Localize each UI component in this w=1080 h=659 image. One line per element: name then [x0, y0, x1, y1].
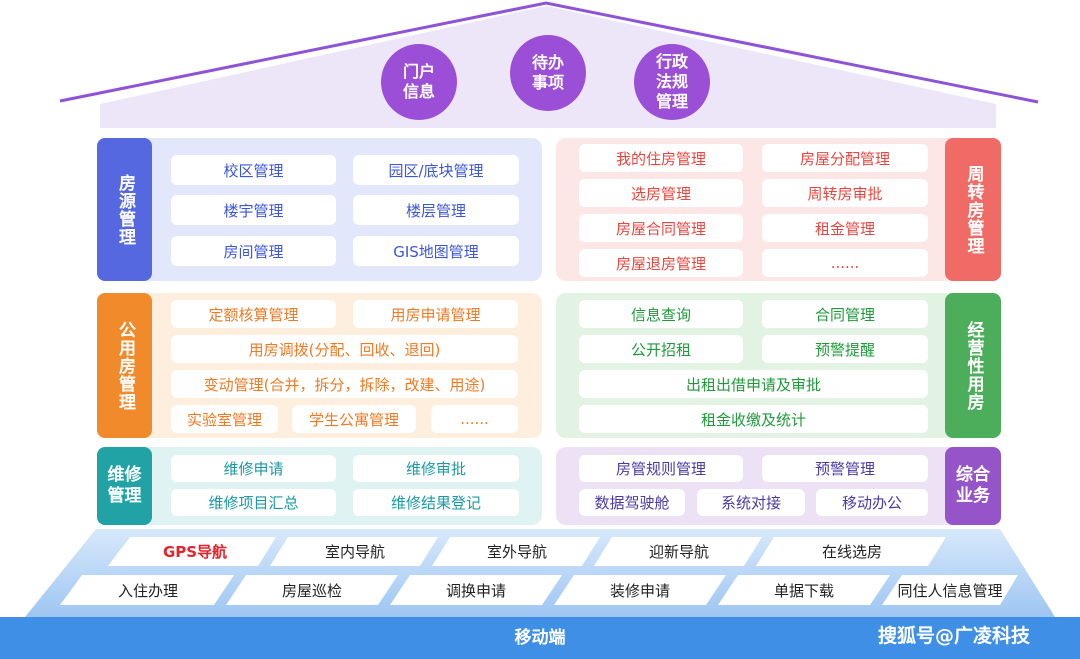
jingying-title: 经营性用房 [945, 293, 1001, 438]
weixiu-item[interactable]: 维修结果登记 [353, 489, 519, 516]
nav-cohabitant[interactable]: 同住人信息管理 [897, 581, 1003, 600]
weixiu-item[interactable]: 维修项目汇总 [171, 489, 336, 516]
zhouzhuan-item[interactable]: 房屋退房管理 [579, 249, 743, 277]
nav-inspection[interactable]: 房屋巡检 [281, 581, 342, 600]
jingying-item[interactable]: 预警提醒 [762, 335, 928, 363]
gongyong-item[interactable]: 定额核算管理 [171, 300, 336, 328]
mobile-label: 移动端 [514, 628, 566, 648]
zhouzhuan-item[interactable]: 租金管理 [762, 214, 928, 242]
zonghe-item[interactable]: 房管规则管理 [579, 455, 743, 482]
nav-welcome[interactable]: 迎新导航 [648, 542, 709, 561]
fangyuan-title: 房源管理 [97, 138, 152, 281]
roof-line [59, 1, 1039, 104]
nav-gps[interactable]: GPS导航 [162, 542, 228, 561]
gongyong-item[interactable]: ...... [431, 405, 518, 433]
fangyuan-item[interactable]: 房间管理 [171, 236, 336, 266]
zonghe-item[interactable]: 数据驾驶舱 [579, 489, 685, 516]
fangyuan-item[interactable]: 楼层管理 [353, 195, 519, 225]
nav-swap[interactable]: 调换申请 [445, 581, 506, 600]
jingying-item[interactable]: 公开招租 [579, 335, 743, 363]
nav-online-select[interactable]: 在线选房 [821, 542, 882, 561]
gongyong-item[interactable]: 实验室管理 [171, 405, 278, 433]
jingying-item[interactable]: 出租出借申请及审批 [579, 370, 928, 398]
gongyong-title: 公用房管理 [97, 293, 152, 438]
fangyuan-item[interactable]: GIS地图管理 [353, 236, 519, 266]
zhouzhuan-item[interactable]: 周转房审批 [762, 179, 928, 207]
fangyuan-item[interactable]: 校区管理 [171, 155, 336, 185]
circle-todo-items[interactable]: 待办 事项 [510, 35, 586, 111]
zhouzhuan-item[interactable]: ...... [762, 249, 928, 277]
nav-indoor[interactable]: 室内导航 [324, 542, 385, 561]
weixiu-item[interactable]: 维修申请 [171, 455, 336, 482]
zhouzhuan-item[interactable]: 房屋分配管理 [762, 144, 928, 172]
nav-checkin[interactable]: 入住办理 [117, 581, 178, 600]
zonghe-title: 综合业务 [945, 447, 1001, 525]
gongyong-item[interactable]: 变动管理(合并，拆分，拆除，改建、用途) [171, 370, 518, 398]
zhouzhuan-title: 周转房管理 [945, 138, 1001, 281]
fangyuan-item[interactable]: 楼宇管理 [171, 195, 336, 225]
nav-outdoor[interactable]: 室外导航 [486, 542, 547, 561]
gongyong-item[interactable]: 用房申请管理 [353, 300, 518, 328]
zonghe-item[interactable]: 移动办公 [816, 489, 928, 516]
zhouzhuan-item[interactable]: 我的住房管理 [579, 144, 743, 172]
zonghe-item[interactable]: 系统对接 [697, 489, 805, 516]
zhouzhuan-item[interactable]: 选房管理 [579, 179, 743, 207]
gongyong-item[interactable]: 学生公寓管理 [292, 405, 416, 433]
nav-renovation[interactable]: 装修申请 [609, 581, 670, 600]
nav-download[interactable]: 单据下载 [773, 581, 834, 600]
base-platform [0, 529, 1080, 659]
fangyuan-item[interactable]: 园区/底块管理 [353, 155, 519, 185]
gongyong-item[interactable]: 用房调拨(分配、回收、退回) [171, 335, 518, 363]
weixiu-title: 维修管理 [97, 447, 152, 525]
circle-admin-regulations[interactable]: 行政 法规 管理 [634, 44, 710, 120]
watermark: 搜狐号@广凌科技 [878, 625, 1031, 647]
weixiu-item[interactable]: 维修审批 [353, 455, 519, 482]
zonghe-item[interactable]: 预警管理 [762, 455, 928, 482]
jingying-item[interactable]: 信息查询 [579, 300, 743, 328]
circle-portal-info[interactable]: 门户 信息 [381, 44, 457, 120]
zhouzhuan-item[interactable]: 房屋合同管理 [579, 214, 743, 242]
jingying-item[interactable]: 合同管理 [762, 300, 928, 328]
jingying-item[interactable]: 租金收缴及统计 [579, 405, 928, 433]
